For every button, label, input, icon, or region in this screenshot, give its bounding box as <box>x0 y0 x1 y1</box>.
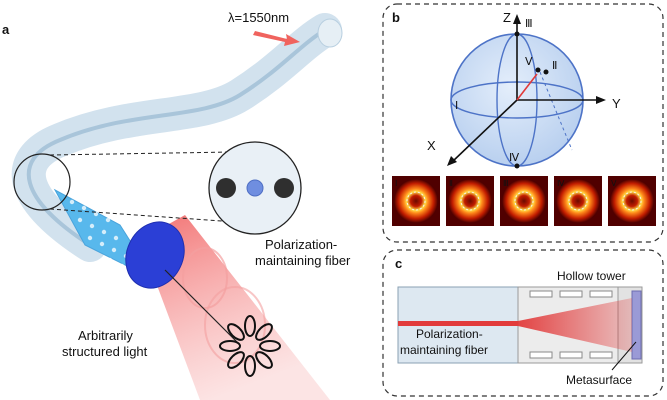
y-arrow <box>596 96 606 104</box>
z-arrow <box>513 14 521 24</box>
fiber-label-c-line1: Polarization- <box>416 327 483 341</box>
point-v <box>535 67 541 73</box>
zoom-line <box>49 151 233 156</box>
fiber-label-c-line2: maintaining fiber <box>400 343 488 357</box>
input-arrow <box>253 31 300 46</box>
stress-rod-left <box>216 178 236 198</box>
point-iv <box>514 163 520 169</box>
stress-rod-right <box>274 178 294 198</box>
axis-z-label: Z <box>503 10 511 25</box>
panel-a: a <box>2 10 351 400</box>
structured-light-pattern <box>219 315 281 377</box>
panel-c-label: c <box>395 256 402 271</box>
output-label-line1: Arbitrarily <box>78 328 133 343</box>
state-vector <box>516 73 538 101</box>
pattern-iii-label: Ⅲ <box>503 179 509 188</box>
axis-y-label: Y <box>612 96 621 111</box>
pattern-ii-label: Ⅱ <box>449 179 453 188</box>
panel-a-label: a <box>2 22 10 37</box>
panel-c-frame <box>382 249 664 397</box>
output-label-line2: structured light <box>62 344 148 359</box>
fiber-zoom-source <box>13 153 71 211</box>
panel-c: c Hollow tower Polarization- maintaining… <box>382 249 664 397</box>
metasurface-layer <box>631 290 642 360</box>
pattern-i-label: Ⅰ <box>395 179 397 188</box>
pattern-v: Ⅴ <box>608 176 656 226</box>
panel-b-frame <box>382 3 664 243</box>
point-iv-label: Ⅳ <box>509 152 520 164</box>
point-iii-label: Ⅲ <box>525 18 533 30</box>
point-iii <box>514 31 520 37</box>
metasurface-disk <box>125 221 185 289</box>
fiber-label-line2: maintaining fiber <box>255 253 351 268</box>
point-i-label: Ⅰ <box>455 100 458 112</box>
pattern-iii: Ⅲ <box>500 176 548 226</box>
zoom-line <box>49 208 237 223</box>
point-v-label: Ⅴ <box>525 56 533 68</box>
fiber-core <box>26 28 327 247</box>
fiber-label-line1: Polarization- <box>265 237 337 252</box>
core-beam <box>398 321 518 326</box>
pattern-iv-label: Ⅳ <box>557 179 565 188</box>
beam-axis <box>164 269 241 346</box>
pattern-i: Ⅰ <box>392 176 440 226</box>
dashed-guide <box>539 71 573 151</box>
x-axis <box>451 99 518 163</box>
fiber-end <box>317 18 343 48</box>
intensity-patterns: Ⅰ Ⅱ Ⅲ Ⅳ <box>392 176 656 226</box>
metasurface-pointer <box>611 341 637 371</box>
tower-slots <box>529 290 613 359</box>
axis-x-label: X <box>427 138 436 153</box>
hollow-tower-label: Hollow tower <box>557 269 626 283</box>
diverging-beam <box>518 298 632 352</box>
pattern-ii: Ⅱ <box>446 176 494 226</box>
point-ii-label: Ⅱ <box>552 60 557 72</box>
panel-b: b Z Y X Ⅲ Ⅴ Ⅱ Ⅰ Ⅳ Ⅰ <box>382 3 664 243</box>
pattern-v-label: Ⅴ <box>611 179 617 188</box>
beam-ring <box>182 247 228 309</box>
fiber-core-dot <box>246 179 264 197</box>
metasurface-label: Metasurface <box>566 373 632 387</box>
x-arrow <box>447 156 457 166</box>
panel-b-label: b <box>392 10 400 25</box>
point-ii <box>543 69 549 75</box>
tower-holes <box>69 199 137 273</box>
pattern-iv: Ⅳ <box>554 176 602 226</box>
wavelength-label: λ=1550nm <box>228 10 289 25</box>
